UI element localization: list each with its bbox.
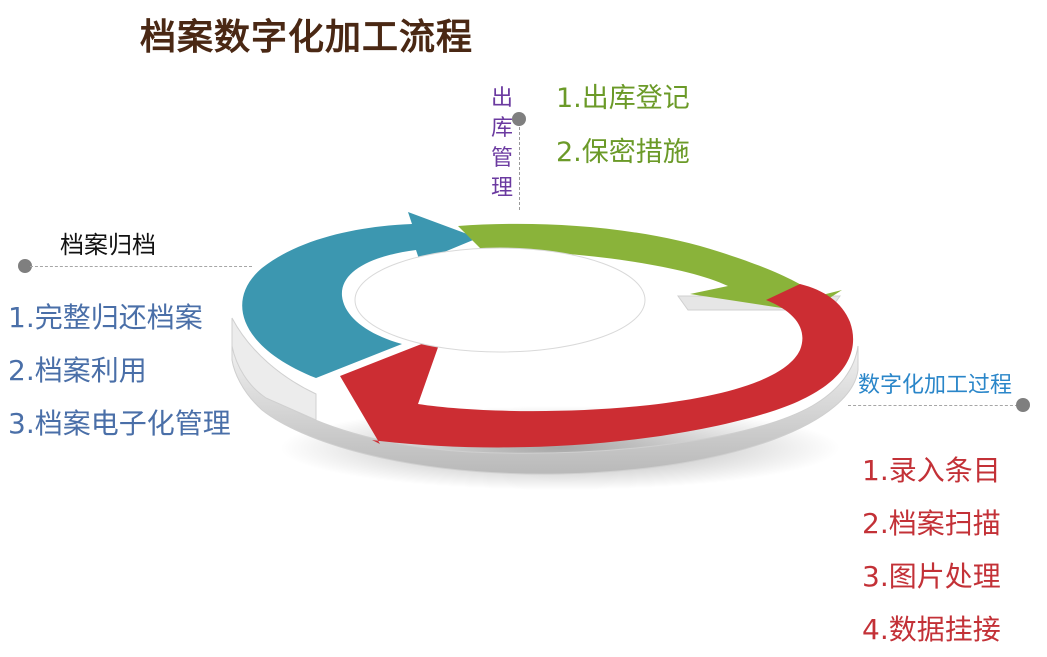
stage-label-archive: 档案归档 (60, 231, 156, 259)
ring-hole (354, 247, 646, 353)
guide-line-digitization (848, 405, 1018, 406)
red-arrow (340, 284, 854, 448)
list-item: 3.档案电子化管理 (8, 407, 231, 440)
list-item: 4.数据挂接 (862, 613, 1001, 646)
list-item: 1.完整归还档案 (8, 301, 203, 334)
guide-dot-digitization (1016, 398, 1030, 412)
list-item: 2.保密措施 (556, 137, 690, 168)
blue-arrow (242, 212, 478, 378)
digitization-steps: 1.录入条目 2.档案扫描 3.图片处理 4.数据挂接 (862, 444, 1001, 656)
stage-label-outbound: 出 库 管 理 (486, 84, 518, 204)
stage-label-char: 库 (490, 116, 513, 141)
stage-label-char: 出 (490, 86, 513, 111)
guide-line-archive (30, 266, 252, 267)
stage-label-char: 管 (490, 146, 513, 171)
list-item: 1.录入条目 (862, 454, 1001, 487)
guide-line-outbound (519, 122, 520, 210)
guide-dot-outbound (512, 112, 526, 126)
list-item: 2.档案扫描 (862, 507, 1001, 540)
outbound-steps: 1.出库登记 2.保密措施 (556, 72, 690, 180)
stage-label-digitization: 数字化加工过程 (858, 373, 1013, 398)
list-item: 3.图片处理 (862, 560, 1001, 593)
list-item: 1.出库登记 (556, 83, 690, 114)
stage-label-char: 理 (490, 176, 513, 201)
blue-side-wall (231, 317, 317, 421)
ring-side-wall (231, 339, 859, 475)
archive-steps: 1.完整归还档案 2.档案利用 3.档案电子化管理 (8, 291, 231, 450)
green-arrow (458, 223, 842, 312)
page-title: 档案数字化加工流程 (140, 17, 474, 58)
guide-dot-archive (18, 259, 32, 273)
list-item: 2.档案利用 (8, 354, 147, 387)
